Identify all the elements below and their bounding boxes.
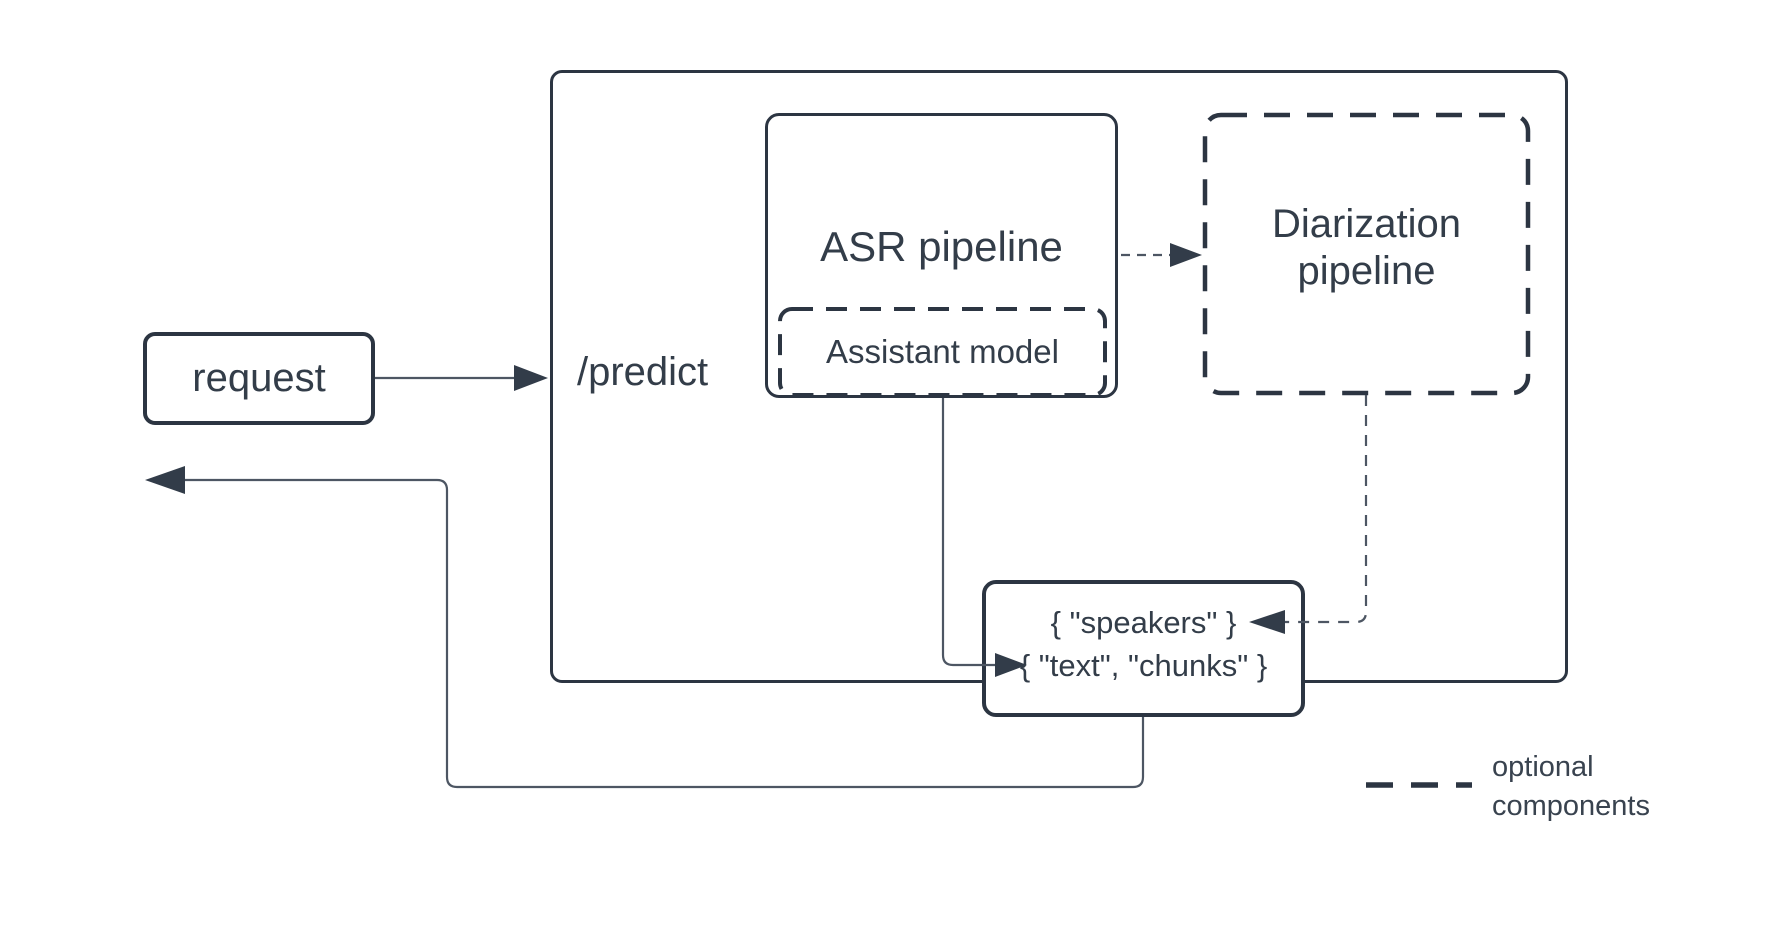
output-text-chunks-label: { "text", "chunks" } — [1019, 647, 1268, 683]
asr-pipeline-label: ASR pipeline — [820, 223, 1063, 270]
legend-optional-components-label: optional components — [1492, 751, 1650, 822]
diarization-pipeline-node: Diarization pipeline — [1203, 113, 1530, 395]
output-return-arrowhead-icon — [145, 466, 185, 494]
diarization-pipeline-label: Diarization pipeline — [1272, 202, 1461, 293]
output-speakers-label: { "speakers" } — [1050, 604, 1237, 640]
assistant-model-label: Assistant model — [826, 333, 1059, 370]
assistant-model-node: Assistant model — [778, 307, 1107, 397]
request-node: request — [143, 332, 375, 425]
predict-endpoint-label: /predict — [577, 350, 709, 394]
output-node: { "speakers" } { "text", "chunks" } — [982, 580, 1305, 717]
request-label: request — [192, 356, 326, 400]
request-to-predict-arrowhead-icon — [514, 365, 548, 391]
